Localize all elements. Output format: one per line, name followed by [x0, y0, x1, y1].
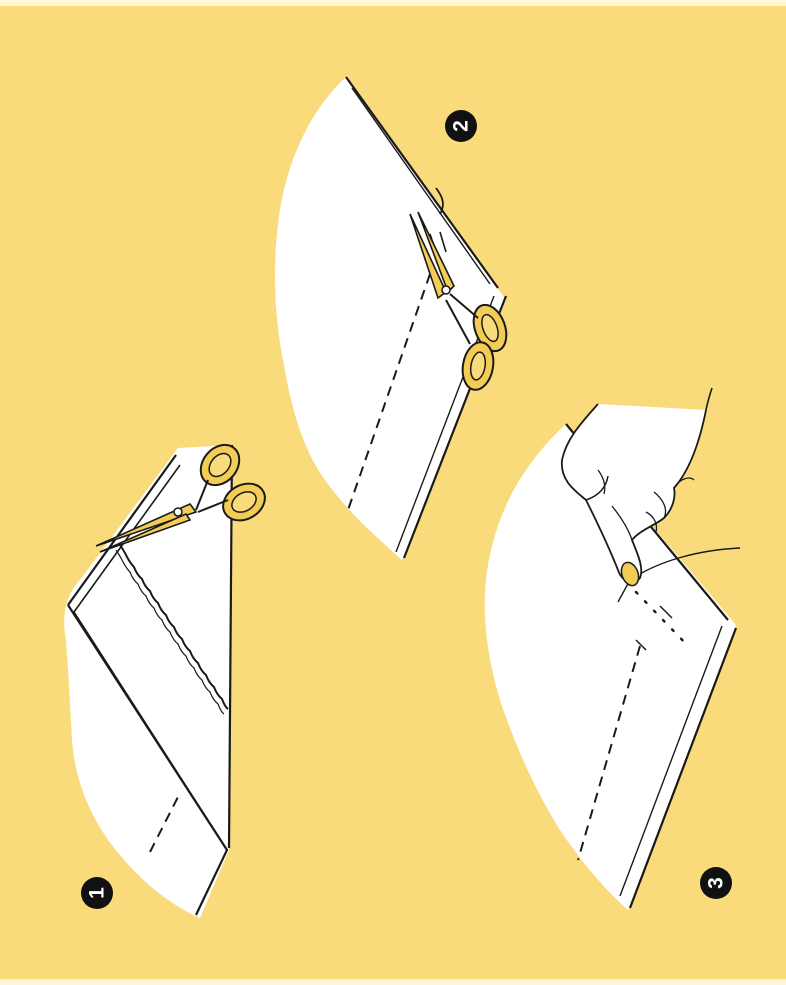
- step-3-badge: 3: [700, 867, 732, 899]
- step-2-badge: 2: [445, 110, 477, 142]
- step-1-number: 1: [86, 887, 109, 899]
- step-1-badge: 1: [81, 877, 113, 909]
- step-3-number: 3: [705, 877, 728, 889]
- step-2-number: 2: [450, 120, 473, 132]
